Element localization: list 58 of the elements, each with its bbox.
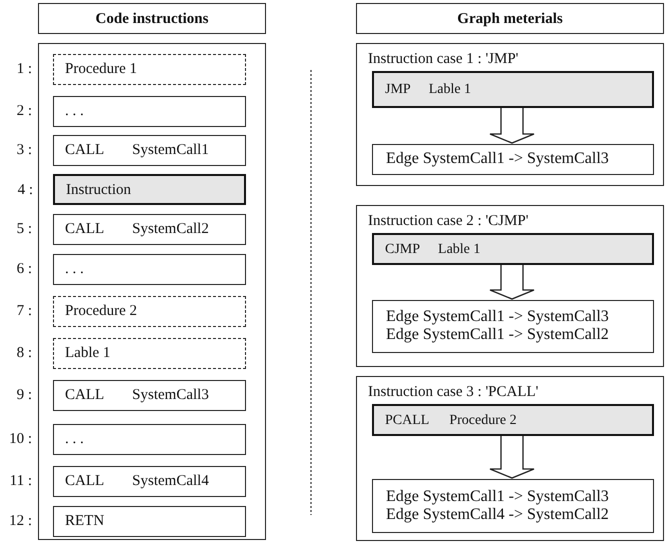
- case-panel: [356, 376, 664, 541]
- instruction-text: PCALL: [385, 412, 430, 430]
- column-title: Code instructions: [94, 10, 210, 28]
- instruction-text: Lable 1: [65, 344, 110, 362]
- line-number: 7 :: [16, 302, 32, 320]
- instruction-text: JMP: [385, 81, 411, 99]
- edge-text: Edge SystemCall1 -> SystemCall2: [386, 326, 609, 344]
- line-number: 9 :: [16, 386, 32, 404]
- edge-result-box: [372, 144, 654, 175]
- operand-text: Lable 1: [428, 81, 472, 99]
- line-number: 6 :: [16, 260, 32, 278]
- case-title: Instruction case 1 : 'JMP': [368, 50, 518, 68]
- line-number: 2 :: [16, 102, 32, 120]
- line-number: 12 :: [8, 512, 32, 530]
- instruction-text: CALL: [65, 472, 104, 490]
- instruction-text: Instruction: [66, 181, 131, 199]
- instruction-box: [372, 404, 654, 436]
- line-number: 11 :: [8, 472, 32, 490]
- instruction-text: . . .: [65, 260, 84, 278]
- line-number: 1 :: [16, 60, 32, 78]
- line-number: 3 :: [16, 141, 32, 159]
- edge-text: Edge SystemCall1 -> SystemCall3: [386, 308, 609, 326]
- instruction-text: CJMP: [385, 240, 420, 258]
- case-title: Instruction case 2 : 'CJMP': [368, 212, 528, 230]
- operand-text: SystemCall1: [132, 141, 209, 159]
- line-number: 4 :: [16, 181, 33, 199]
- edge-result-box: [372, 479, 654, 533]
- column-title: Graph meterials: [456, 10, 564, 28]
- instruction-text: . . .: [65, 102, 84, 120]
- edge-text: Edge SystemCall1 -> SystemCall3: [386, 150, 609, 168]
- case-panel: [356, 205, 664, 367]
- operand-text: SystemCall4: [132, 472, 209, 490]
- case-panel: [356, 43, 664, 186]
- line-number: 10 :: [8, 430, 32, 448]
- column-header: [356, 3, 664, 34]
- block-arrow: [489, 107, 535, 144]
- line-number: 8 :: [16, 344, 32, 362]
- block-arrow: [489, 264, 535, 300]
- instruction-text: RETN: [65, 512, 104, 530]
- operand-text: Procedure 2: [449, 412, 517, 430]
- edge-text: Edge SystemCall4 -> SystemCall2: [386, 506, 609, 524]
- instruction-text: CALL: [65, 220, 104, 238]
- operand-text: Lable 1: [438, 240, 480, 258]
- instruction-text: CALL: [65, 386, 104, 404]
- instruction-box: [372, 71, 654, 108]
- instruction-text: Procedure 1: [65, 60, 138, 78]
- instruction-text: CALL: [65, 141, 104, 159]
- operand-text: SystemCall2: [132, 220, 209, 238]
- operand-text: SystemCall3: [132, 386, 209, 404]
- column-header: [38, 3, 266, 34]
- block-arrow: [489, 435, 535, 479]
- line-number: 5 :: [16, 220, 32, 238]
- edge-result-box: [372, 300, 654, 353]
- edge-text: Edge SystemCall1 -> SystemCall3: [386, 488, 609, 506]
- instruction-box: [372, 233, 654, 265]
- instruction-text: . . .: [65, 430, 84, 448]
- case-title: Instruction case 3 : 'PCALL': [368, 383, 538, 401]
- instruction-text: Procedure 2: [65, 302, 138, 320]
